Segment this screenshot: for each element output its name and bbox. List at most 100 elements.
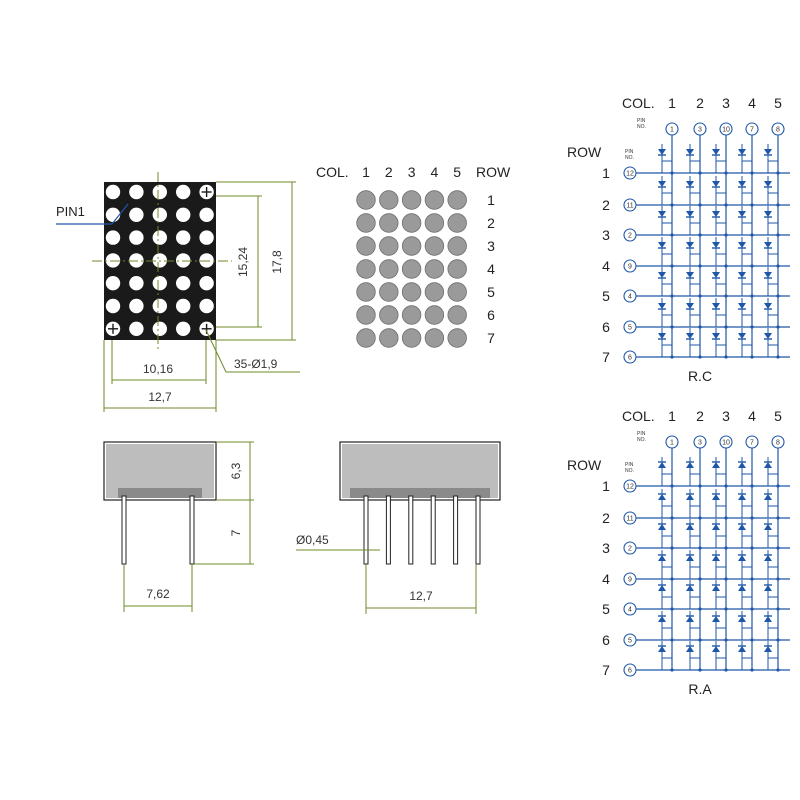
junction-dot — [776, 638, 780, 642]
side-view: 6,3 7 7,62 — [103, 441, 254, 612]
junction-dot — [724, 325, 728, 329]
schematic-col-header: COL. — [622, 408, 655, 424]
front-led-dot — [447, 236, 467, 256]
led-diode-symbol — [764, 333, 772, 339]
column-pin — [719, 435, 733, 449]
front-led-dot — [356, 236, 376, 256]
led-diode-symbol — [686, 272, 694, 278]
front-led-dot — [379, 282, 399, 302]
row-pin-number: 9 — [628, 264, 632, 271]
schematic-row-number: 1 — [602, 165, 610, 181]
junction-dot — [776, 546, 780, 550]
top-hole — [176, 321, 191, 336]
led-diode-symbol — [712, 333, 720, 339]
schematic-col-number: 3 — [722, 95, 730, 111]
top-hole — [105, 298, 121, 314]
junction-dot — [698, 355, 702, 359]
led-diode-symbol — [712, 494, 720, 500]
schematic-row-number: 4 — [602, 571, 610, 587]
front-led-dot — [424, 213, 445, 233]
led-diode-symbol — [658, 242, 666, 248]
junction-dot — [670, 607, 674, 611]
junction-dot — [776, 171, 780, 175]
led-diode-symbol — [712, 524, 720, 530]
junction-dot — [670, 203, 674, 207]
junction-dot — [776, 355, 780, 359]
junction-dot — [776, 668, 780, 672]
front-row-number: 2 — [487, 215, 495, 231]
led-diode-symbol — [658, 616, 666, 622]
led-diode-symbol — [738, 333, 746, 339]
front-led-dot — [401, 305, 422, 325]
junction-dot — [750, 668, 754, 672]
led-diode-symbol — [764, 555, 772, 561]
junction-dot — [724, 668, 728, 672]
junction-dot — [670, 325, 674, 329]
column-pin — [693, 435, 707, 449]
front-led-dot — [401, 328, 422, 348]
row-pin-number: 11 — [626, 203, 633, 210]
column-pin-number: 8 — [776, 127, 780, 134]
holes-callout: 35-Ø1,9 — [234, 357, 278, 371]
schematic-pin-no-label: PIN — [637, 431, 646, 437]
led-diode-symbol — [712, 462, 720, 468]
row-pin-number: 5 — [628, 325, 632, 332]
junction-dot — [776, 516, 780, 520]
junction-dot — [670, 577, 674, 581]
column-pin-number: 7 — [750, 440, 754, 447]
dim-pin-pitch: 7,62 — [146, 587, 170, 601]
front-row-number: 5 — [487, 284, 495, 300]
led-diode-symbol — [764, 303, 772, 309]
led-diode-symbol — [764, 585, 772, 591]
led-diode-symbol — [686, 211, 694, 217]
front-row-number: 1 — [487, 192, 495, 208]
row-pin-number: 6 — [628, 668, 632, 675]
front-led-dot — [356, 259, 376, 279]
top-hole — [152, 230, 167, 245]
junction-dot — [698, 203, 702, 207]
led-diode-symbol — [658, 494, 666, 500]
schematic-row-number: 1 — [602, 478, 610, 494]
front-col-header: COL. — [316, 164, 349, 180]
junction-dot — [750, 546, 754, 550]
top-hole — [199, 207, 214, 222]
schematic-row-number: 2 — [602, 510, 610, 526]
side-pin-right — [189, 495, 195, 565]
front-row-number: 6 — [487, 307, 495, 323]
led-diode-symbol — [738, 616, 746, 622]
row-pin-number: 5 — [628, 638, 632, 645]
led-diode-symbol — [764, 524, 772, 530]
front-col-number: 1 — [362, 164, 370, 180]
end-pin — [453, 495, 459, 565]
top-hole — [129, 184, 144, 200]
column-pin — [745, 122, 759, 136]
front-led-dot — [447, 328, 467, 348]
end-pin — [385, 495, 391, 565]
holes-leader — [205, 329, 227, 373]
junction-dot — [724, 233, 728, 237]
top-hole — [129, 253, 144, 268]
junction-dot — [670, 233, 674, 237]
led-diode-symbol — [764, 494, 772, 500]
column-pin — [665, 435, 679, 449]
top-view: PIN1 15,24 17,8 10,16 12,7 35-Ø1,9 — [56, 172, 300, 412]
top-hole — [199, 298, 214, 314]
front-col-number: 4 — [431, 164, 439, 180]
junction-dot — [670, 638, 674, 642]
led-diode-symbol — [738, 181, 746, 187]
column-pin-number: 7 — [750, 127, 754, 134]
schematic-col-number: 1 — [668, 95, 676, 111]
dim-pin-diameter: Ø0,45 — [296, 533, 329, 547]
front-led-dot — [356, 328, 376, 348]
schematic-col-number: 5 — [774, 95, 782, 111]
led-diode-symbol — [764, 211, 772, 217]
schematic-pin-no-label: NO. — [625, 468, 634, 474]
front-led-dot — [401, 213, 422, 233]
junction-dot — [698, 233, 702, 237]
pin1-leader — [111, 203, 129, 225]
row-pin-number: 4 — [628, 294, 632, 301]
led-diode-symbol — [658, 181, 666, 187]
top-hole — [129, 298, 144, 314]
